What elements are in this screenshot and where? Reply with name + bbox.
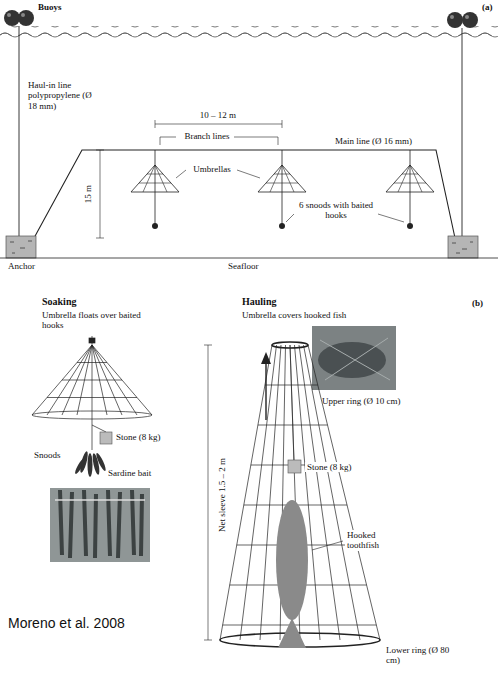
haul-in-lines (19, 26, 20, 236)
panel-letter: (a) (482, 2, 493, 12)
soaking-umbrella (47, 363, 137, 398)
sleeve-dimension (204, 345, 212, 640)
part-label: Upper ring (Ø 10 cm) (322, 396, 442, 406)
sardine-bait (95, 452, 107, 472)
hooked-toothfish (276, 500, 308, 620)
main-line (34, 150, 455, 238)
hauling-stone (290, 345, 294, 460)
haul-arrow (261, 352, 271, 364)
buoys (465, 15, 469, 19)
part-label: Main line (Ø 16 mm) (335, 136, 435, 146)
soaking-umbrella (92, 425, 106, 432)
sardine-bait (74, 451, 108, 477)
buoys (462, 12, 478, 28)
part-label: Haul-in line polypropylene (Ø 18 mm) (28, 80, 98, 111)
dimension: 10 – 12 m (178, 110, 258, 120)
panel-letter: (b) (472, 298, 483, 308)
sardine-bait (74, 457, 87, 475)
part-label: Snoods (34, 450, 61, 460)
source-credit: Moreno et al. 2008 (8, 615, 125, 631)
catch-photo (312, 326, 396, 390)
anchors (10, 241, 473, 253)
seafloor-line (0, 258, 498, 259)
sea-surface (0, 26, 498, 41)
catch-photo (318, 342, 386, 378)
part-label: Branch lines (178, 131, 236, 141)
haul-in-lines (462, 28, 463, 236)
buoys (7, 13, 11, 17)
buoys (450, 15, 454, 19)
dimension: 15 m (83, 183, 93, 205)
haul-arrow (261, 352, 271, 420)
hauling-stone (288, 460, 301, 473)
seafloor-line (0, 258, 498, 259)
net-sleeve (220, 345, 380, 640)
soaking-umbrella (89, 338, 95, 343)
part-label: Anchor (8, 261, 35, 271)
bait-photo (50, 488, 150, 562)
sea-surface (0, 31, 498, 41)
stone (100, 432, 112, 444)
bait-photo (50, 488, 150, 562)
buoys (447, 12, 463, 28)
part-label: Umbrellas (188, 164, 236, 174)
part-label: Stone (8 kg) (116, 432, 161, 442)
part-label: Sardine bait (108, 468, 151, 478)
main-line (34, 150, 455, 238)
anchors (448, 236, 478, 258)
part-title: Buoys (38, 2, 62, 12)
net-sleeve (223, 385, 377, 625)
hooked-toothfish (276, 500, 343, 648)
umbrella-set (131, 150, 434, 229)
part-label: Hooked toothfish (345, 530, 409, 551)
panel-subtitle: Umbrella covers hooked fish (242, 310, 392, 320)
panel-title: Hauling (242, 296, 276, 308)
hooked-toothfish (312, 541, 343, 550)
sleeve-dimension (204, 345, 212, 640)
soaking-umbrella (92, 336, 93, 450)
hauling-stone (288, 345, 301, 473)
buoys (4, 10, 20, 26)
dimension-lines (155, 120, 282, 128)
part-label: 6 snoods with baited hooks (296, 200, 376, 221)
panel-title: Soaking (42, 296, 76, 308)
hooked-toothfish (278, 618, 306, 648)
catch-photo (320, 338, 390, 380)
stone (100, 432, 112, 444)
panel-subtitle: Umbrella floats over baited hooks (42, 310, 157, 331)
net-sleeve (220, 342, 380, 647)
umbrella-set (258, 150, 306, 229)
catch-photo (312, 326, 396, 390)
umbrella-set (386, 150, 434, 229)
dimension: Net sleeve 1.5 – 2 m (217, 456, 227, 534)
haul-in-lines (19, 26, 462, 236)
soaking-umbrella (32, 345, 152, 415)
bait-photo (55, 499, 145, 501)
part-label: Lower ring (Ø 80 cm) (386, 645, 456, 666)
anchors (6, 236, 478, 258)
soaking-umbrella (32, 411, 152, 419)
buoys (4, 10, 478, 28)
umbrella-set (131, 150, 179, 229)
sardine-bait (88, 453, 93, 477)
part-label: Stone (8 kg) (305, 462, 354, 472)
buoys (21, 13, 25, 17)
anchors (6, 236, 36, 258)
part-label: Seafloor (228, 261, 259, 271)
buoys (18, 10, 34, 26)
haul-arrow (265, 360, 266, 420)
dimension-lines (96, 150, 104, 238)
